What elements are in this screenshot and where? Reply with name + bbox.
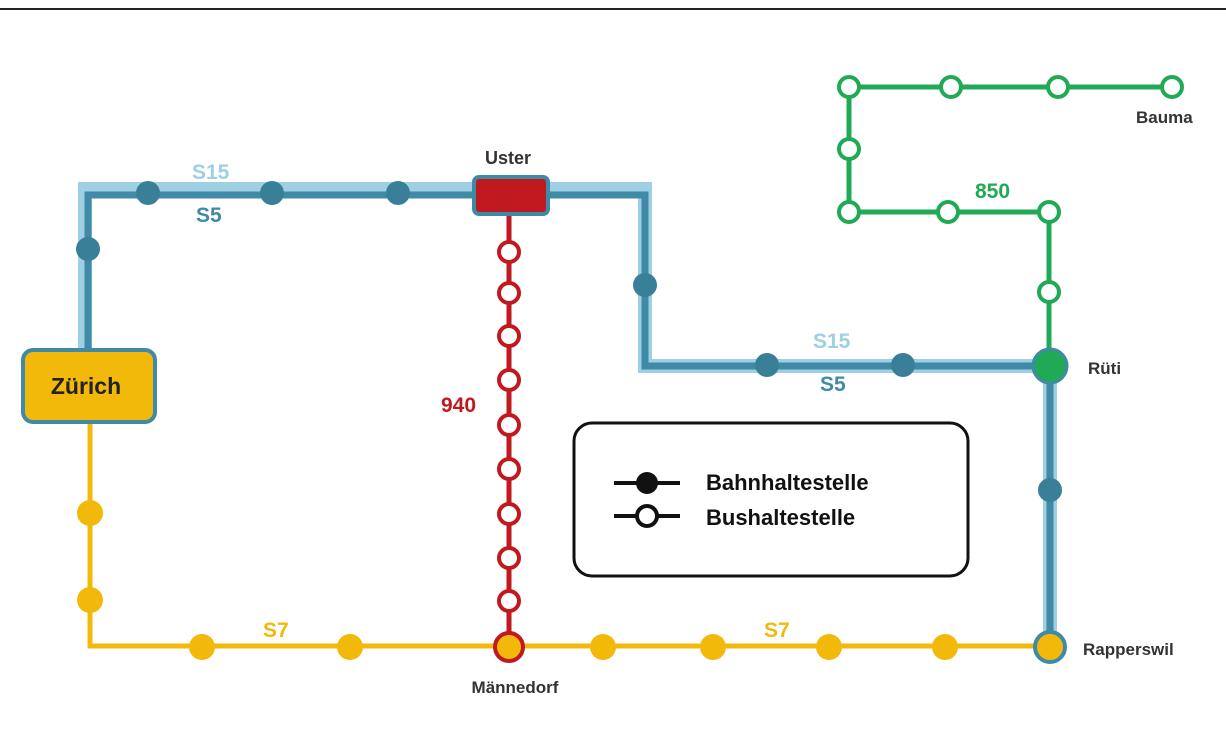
bus-stop [1037,200,1061,224]
bus-stop [497,546,521,570]
train-stop [700,634,726,660]
uster-station-marker [472,175,550,216]
bus-940-stops [497,240,521,613]
legend-box [572,421,970,578]
bus-stop [1037,280,1061,304]
train-stop [816,634,842,660]
top-divider [0,8,1226,10]
bus-stop [837,200,861,224]
s15-line [78,182,1050,373]
bus-940-label: 940 [441,394,476,417]
train-stop [386,181,410,205]
train-stop [76,237,100,261]
bus-stop [837,75,861,99]
train-stop [77,587,103,613]
bauma-label: Bauma [1136,108,1193,127]
s7-label-left: S7 [263,619,289,642]
s5-stops [76,181,1062,502]
bus-stop [936,200,960,224]
s5-label-top: S5 [196,204,222,227]
bus-stop [497,240,521,264]
zurich-label: Zürich [51,373,121,399]
bus-stop [497,413,521,437]
uster-label: Uster [485,148,531,168]
rueti-label: Rüti [1088,359,1121,378]
s15-label-right: S15 [813,330,851,353]
legend-train-stop-icon [636,472,658,494]
bus-stop [1160,75,1184,99]
train-stop [77,500,103,526]
train-stop [891,353,915,377]
train-stop [590,634,616,660]
bus-stop [497,589,521,613]
bus-stop [497,368,521,392]
s15-line-group [78,182,1050,373]
s15-label-top: S15 [192,161,230,184]
legend-bus-label: Bushaltestelle [706,505,855,530]
train-stop [136,181,160,205]
bus-stop [497,324,521,348]
maennedorf-label: Männedorf [472,678,559,697]
rapperswil-label: Rapperswil [1083,640,1174,659]
train-stop [189,634,215,660]
legend: Bahnhaltestelle Bushaltestelle [572,421,970,578]
s5-line-group [84,191,1057,646]
bus-850-stops [837,75,1184,304]
maennedorf-station-marker [493,631,525,663]
legend-bus-stop-icon [635,504,659,528]
train-stop [1038,478,1062,502]
train-stop [755,353,779,377]
bus-stop [497,457,521,481]
s7-line [87,420,1050,649]
train-stop [932,634,958,660]
s5-label-right: S5 [820,373,846,396]
bus-stop [497,281,521,305]
rapperswil-station-marker [1033,630,1067,664]
bus-stop [939,75,963,99]
s7-label-right: S7 [764,619,790,642]
s5-line [84,191,1050,370]
bus-850-line [846,84,1172,366]
zurich-station-box [21,348,157,424]
bus-stop [837,137,861,161]
train-stop [260,181,284,205]
s7-stops [77,500,958,660]
legend-train-label: Bahnhaltestelle [706,470,869,495]
bus-850-label: 850 [975,180,1010,203]
bus-stop [497,502,521,526]
rueti-station-marker [1031,347,1069,385]
train-stop [633,273,657,297]
train-stop [337,634,363,660]
bus-stop [1046,75,1070,99]
